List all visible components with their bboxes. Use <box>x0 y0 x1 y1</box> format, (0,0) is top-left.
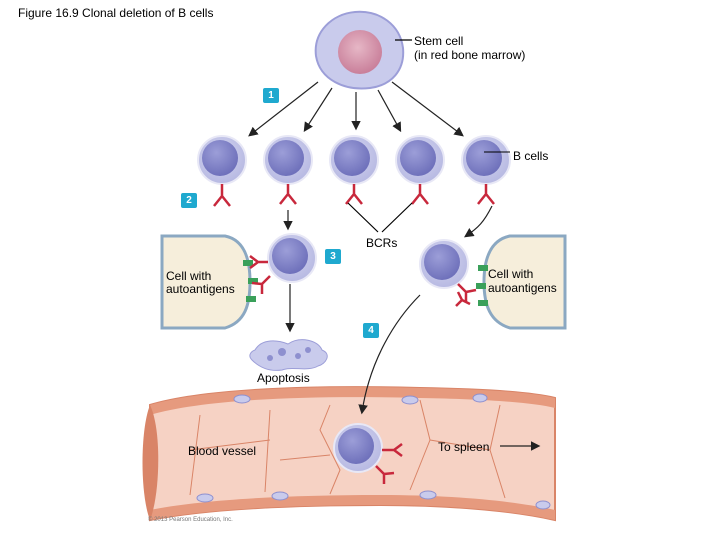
autoantigens-left <box>243 260 258 302</box>
figure-title: Figure 16.9 Clonal deletion of B cells <box>18 6 214 20</box>
blood-vessel-label: Blood vessel <box>188 444 257 458</box>
step-badge-3: 3 <box>325 249 341 264</box>
apoptosis-label: Apoptosis <box>257 371 310 385</box>
step-badge-2: 2 <box>181 193 197 208</box>
autoantigens-right <box>476 265 488 306</box>
stem-cell <box>314 10 412 90</box>
stem-cell-label: Stem cell <box>414 34 464 48</box>
b-cell <box>197 135 247 207</box>
b-cells-label: B cells <box>513 149 549 163</box>
b-cell-row <box>197 135 511 207</box>
cell-with-autoantigens-left-label-2: autoantigens <box>166 282 235 296</box>
apoptotic-cell <box>249 339 328 371</box>
b-cell <box>263 135 313 205</box>
cell-with-autoantigens-left-label: Cell with <box>166 269 212 283</box>
cell-with-autoantigens-right-label: Cell with <box>488 267 534 281</box>
to-spleen-label: To spleen <box>438 440 490 454</box>
b-cell-exiting-right <box>419 239 477 307</box>
step-badge-1: 1 <box>263 88 279 103</box>
b-cell-binding-left <box>249 233 317 294</box>
b-cell <box>461 135 511 205</box>
b-cell-in-vessel <box>333 423 403 484</box>
differentiation-arrows <box>248 81 464 137</box>
host-cell-right <box>482 234 567 330</box>
stem-cell-location-label: (in red bone marrow) <box>414 48 526 62</box>
b-cell <box>395 135 445 205</box>
bcrs-label: BCRs <box>366 236 398 250</box>
copyright-notice: © 2013 Pearson Education, Inc. <box>148 517 233 523</box>
step-badge-4: 4 <box>363 323 379 338</box>
cell-with-autoantigens-right-label-2: autoantigens <box>488 281 557 295</box>
b-cell <box>329 135 379 205</box>
bcrs-leader-lines <box>347 202 413 233</box>
